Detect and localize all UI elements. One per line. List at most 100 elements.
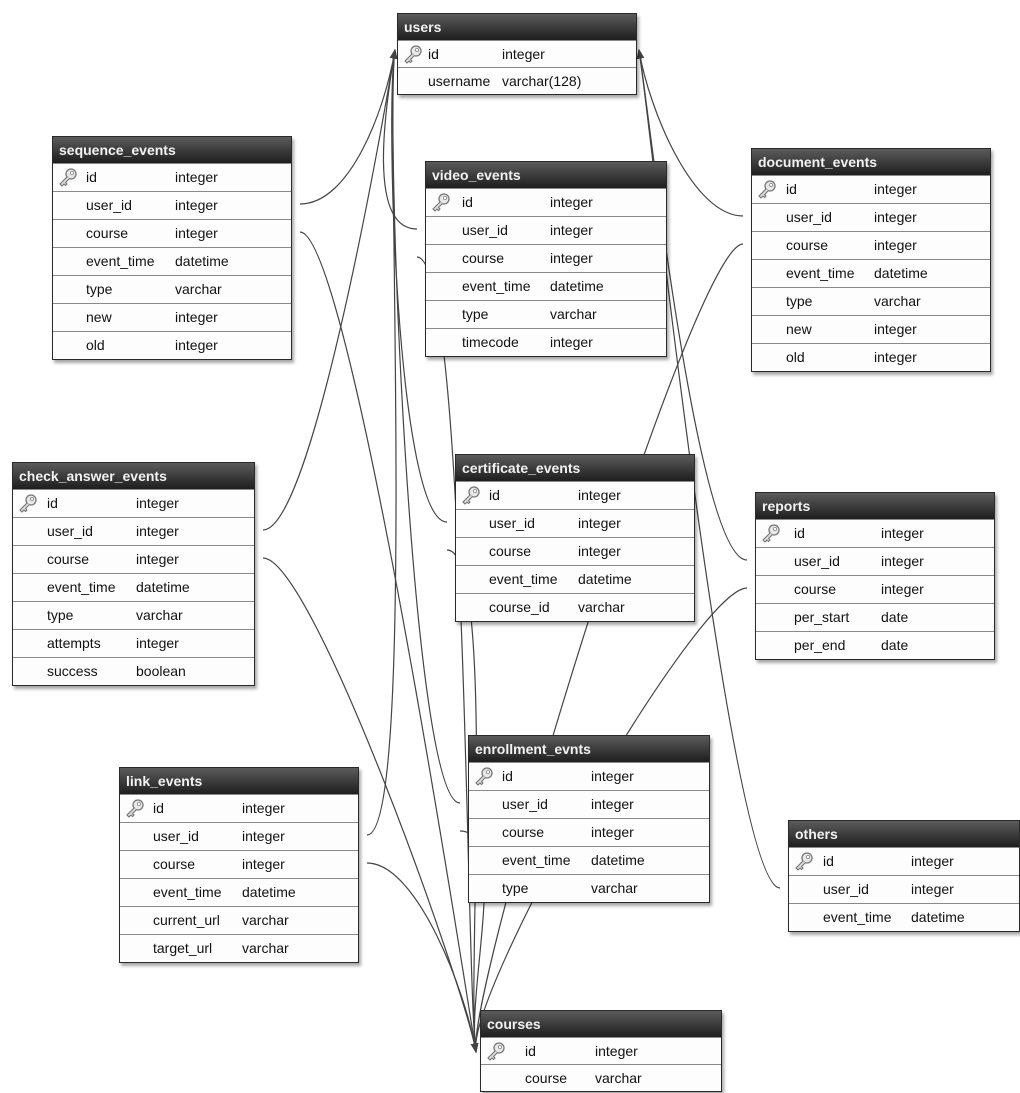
table-title[interactable]: users bbox=[398, 14, 636, 40]
field-name: attempts bbox=[47, 635, 101, 651]
table-title[interactable]: sequence_events bbox=[53, 137, 291, 163]
table-title[interactable]: enrollment_evnts bbox=[469, 736, 709, 762]
field-name: success bbox=[47, 663, 98, 679]
table-title[interactable]: certificate_events bbox=[456, 455, 694, 481]
table-title[interactable]: document_events bbox=[752, 149, 990, 175]
field-name: user_id bbox=[153, 828, 199, 844]
field-type: integer bbox=[175, 169, 218, 185]
field-type: integer bbox=[874, 349, 917, 365]
field-name: event_time bbox=[462, 278, 531, 294]
table-title[interactable]: link_events bbox=[120, 768, 358, 794]
field-name: course bbox=[786, 237, 829, 253]
field-name: event_time bbox=[489, 571, 558, 587]
field-name: id bbox=[502, 768, 513, 784]
table-title[interactable]: reports bbox=[756, 493, 994, 519]
field-name: type bbox=[502, 880, 529, 896]
table-title[interactable]: courses bbox=[481, 1011, 721, 1037]
table-title[interactable]: video_events bbox=[426, 162, 666, 188]
field-name: event_time bbox=[153, 884, 222, 900]
field-name: id bbox=[489, 487, 500, 503]
table-title[interactable]: others bbox=[789, 821, 1019, 847]
field-type: integer bbox=[175, 309, 218, 325]
field-row[interactable]: attempts integer bbox=[13, 629, 254, 657]
field-type: integer bbox=[136, 635, 179, 651]
relationship-line bbox=[416, 256, 479, 1053]
table-title[interactable]: check_answer_events bbox=[13, 463, 254, 489]
field-type: integer bbox=[175, 197, 218, 213]
field-name: new bbox=[786, 321, 812, 337]
field-type: integer bbox=[136, 495, 179, 511]
field-name: user_id bbox=[462, 222, 508, 238]
field-type: boolean bbox=[136, 663, 186, 679]
key-icon bbox=[760, 523, 782, 543]
key-icon bbox=[402, 44, 424, 64]
field-row[interactable]: success boolean bbox=[13, 657, 254, 685]
